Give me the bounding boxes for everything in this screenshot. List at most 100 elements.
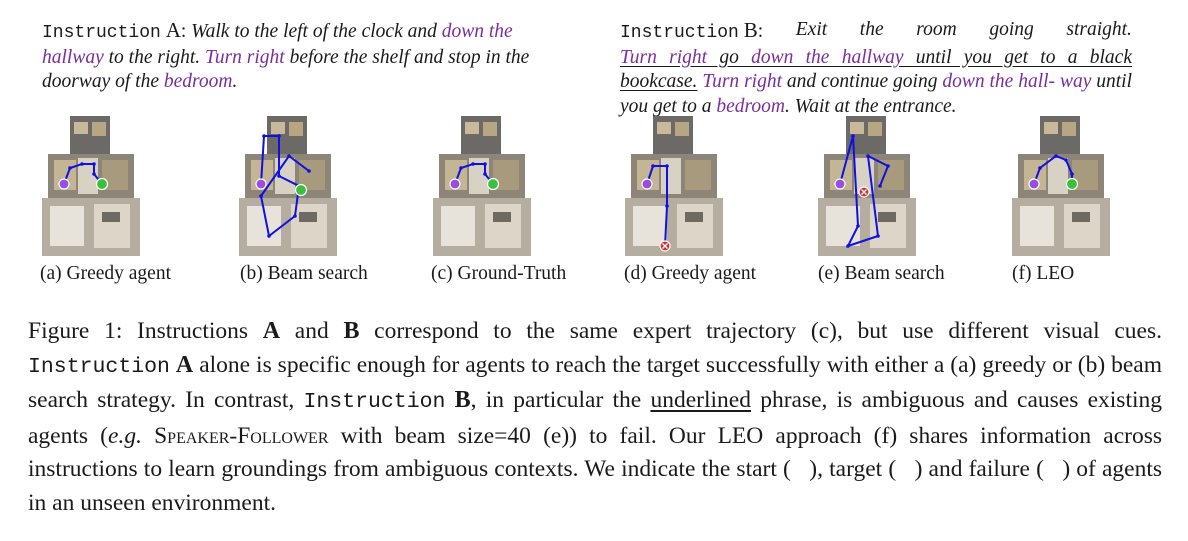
map-room [657, 122, 671, 134]
start-marker-icon [58, 178, 70, 190]
trajectory-point [665, 164, 669, 168]
start-marker-icon [449, 178, 461, 190]
map-room [102, 212, 120, 222]
map-room [299, 212, 317, 222]
map-room [1020, 206, 1054, 246]
map-room [685, 212, 703, 222]
trajectory-point [259, 194, 263, 198]
instruction-text: . [232, 71, 238, 92]
map-room [289, 122, 303, 136]
trajectory-point [846, 244, 850, 248]
trajectory-point [1054, 154, 1058, 158]
figure-caption: Figure 1: Instructions A and B correspon… [28, 318, 1163, 516]
target-marker-icon [486, 177, 500, 191]
map-room [74, 122, 88, 134]
panel-caption-b: (b) Beam search [240, 263, 368, 284]
trajectory-point [92, 162, 96, 166]
landmark-phrase: Turn right [205, 46, 285, 68]
map-room [465, 122, 479, 134]
start-marker-icon [641, 178, 653, 190]
trajectory-point [68, 166, 72, 170]
trajectory-point [665, 204, 669, 208]
floor-map [239, 116, 337, 256]
instruction-a: Instruction A: Walk to the left of the c… [42, 18, 530, 92]
trajectory-point [262, 134, 266, 138]
trajectory-point [483, 172, 487, 176]
instruction-b: Instruction B: Exit the room going strai… [620, 18, 1132, 119]
trajectory-point [267, 234, 271, 238]
map-panel-e [818, 116, 916, 256]
map-room [661, 158, 681, 194]
trajectory-point [277, 134, 281, 138]
map-room [677, 204, 713, 248]
trajectory-point [277, 174, 281, 178]
trajectory-point [866, 154, 870, 158]
panel-caption-a: (a) Greedy agent [40, 263, 172, 284]
map-panel-f [1012, 116, 1110, 256]
map-room [493, 212, 511, 222]
floor-map [625, 116, 723, 256]
start-marker-icon [1028, 178, 1040, 190]
trajectory-point [92, 172, 96, 176]
map-room [633, 206, 667, 246]
map-room [1044, 122, 1058, 134]
landmark-phrase: down the hallway [42, 21, 513, 68]
trajectory-point [886, 164, 890, 168]
map-room [50, 206, 84, 246]
instruction-b-letter: B [743, 18, 758, 42]
trajectory-point [459, 166, 463, 170]
trajectory-point [1064, 158, 1068, 162]
trajectory-point [651, 164, 655, 168]
trajectory-line [259, 135, 310, 238]
map-room [675, 122, 689, 136]
trajectory-line [454, 163, 494, 185]
trajectory-line [839, 135, 890, 248]
map-room [271, 122, 285, 134]
map-room [1048, 158, 1068, 194]
trajectory-point [307, 169, 311, 173]
map-panel-d [625, 116, 723, 256]
map-room [878, 160, 904, 190]
map-room [291, 204, 327, 248]
floor-map [42, 116, 140, 256]
trajectory-point [876, 234, 880, 238]
map-room [441, 206, 475, 246]
map-room [485, 204, 521, 248]
map-panel-c [433, 116, 531, 256]
failure-cross-icon [662, 243, 668, 249]
start-marker-icon [834, 178, 846, 190]
floor-map [818, 116, 916, 256]
instruction-b-word: Exit [795, 19, 828, 40]
instruction-a-letter: A [165, 18, 181, 42]
instruction-text: before the shelf and stop in the doorway… [42, 46, 530, 93]
start-marker-icon [255, 178, 267, 190]
instruction-b-word: straight. [1066, 19, 1132, 40]
instruction-text: Walk to the left of the clock and [191, 21, 442, 42]
target-marker-icon [95, 177, 109, 191]
instruction-b-rest: Turn right go down the hallway until you… [620, 46, 1132, 117]
map-room [1072, 212, 1090, 222]
failure-cross-icon [861, 189, 867, 195]
target-marker-icon [294, 183, 308, 197]
instruction-b-label: Instruction [620, 23, 739, 43]
map-room [850, 122, 864, 134]
panel-caption-c: (c) Ground-Truth [431, 263, 567, 284]
instruction-a-text: Walk to the left of the clock and down t… [42, 21, 529, 92]
trajectory-point [856, 224, 860, 228]
trajectory-point [483, 162, 487, 166]
map-room [878, 212, 896, 222]
trajectory-line [63, 163, 103, 185]
map-room [868, 122, 882, 136]
instruction-b-line1: Instruction B: Exit the room going strai… [620, 18, 1132, 46]
underlined-phrase: Turn right go down the hallway until you… [620, 46, 1132, 93]
map-room [826, 206, 860, 246]
trajectory-point [287, 154, 291, 158]
landmark-phrase: bedroom [163, 71, 233, 92]
panel-caption-d: (d) Greedy agent [624, 263, 757, 284]
trajectory-point [1038, 166, 1042, 170]
trajectory-point [851, 134, 855, 138]
instruction-b-word: the [859, 19, 884, 40]
map-room [1062, 122, 1076, 136]
map-room [1064, 204, 1100, 248]
map-room [92, 122, 106, 136]
